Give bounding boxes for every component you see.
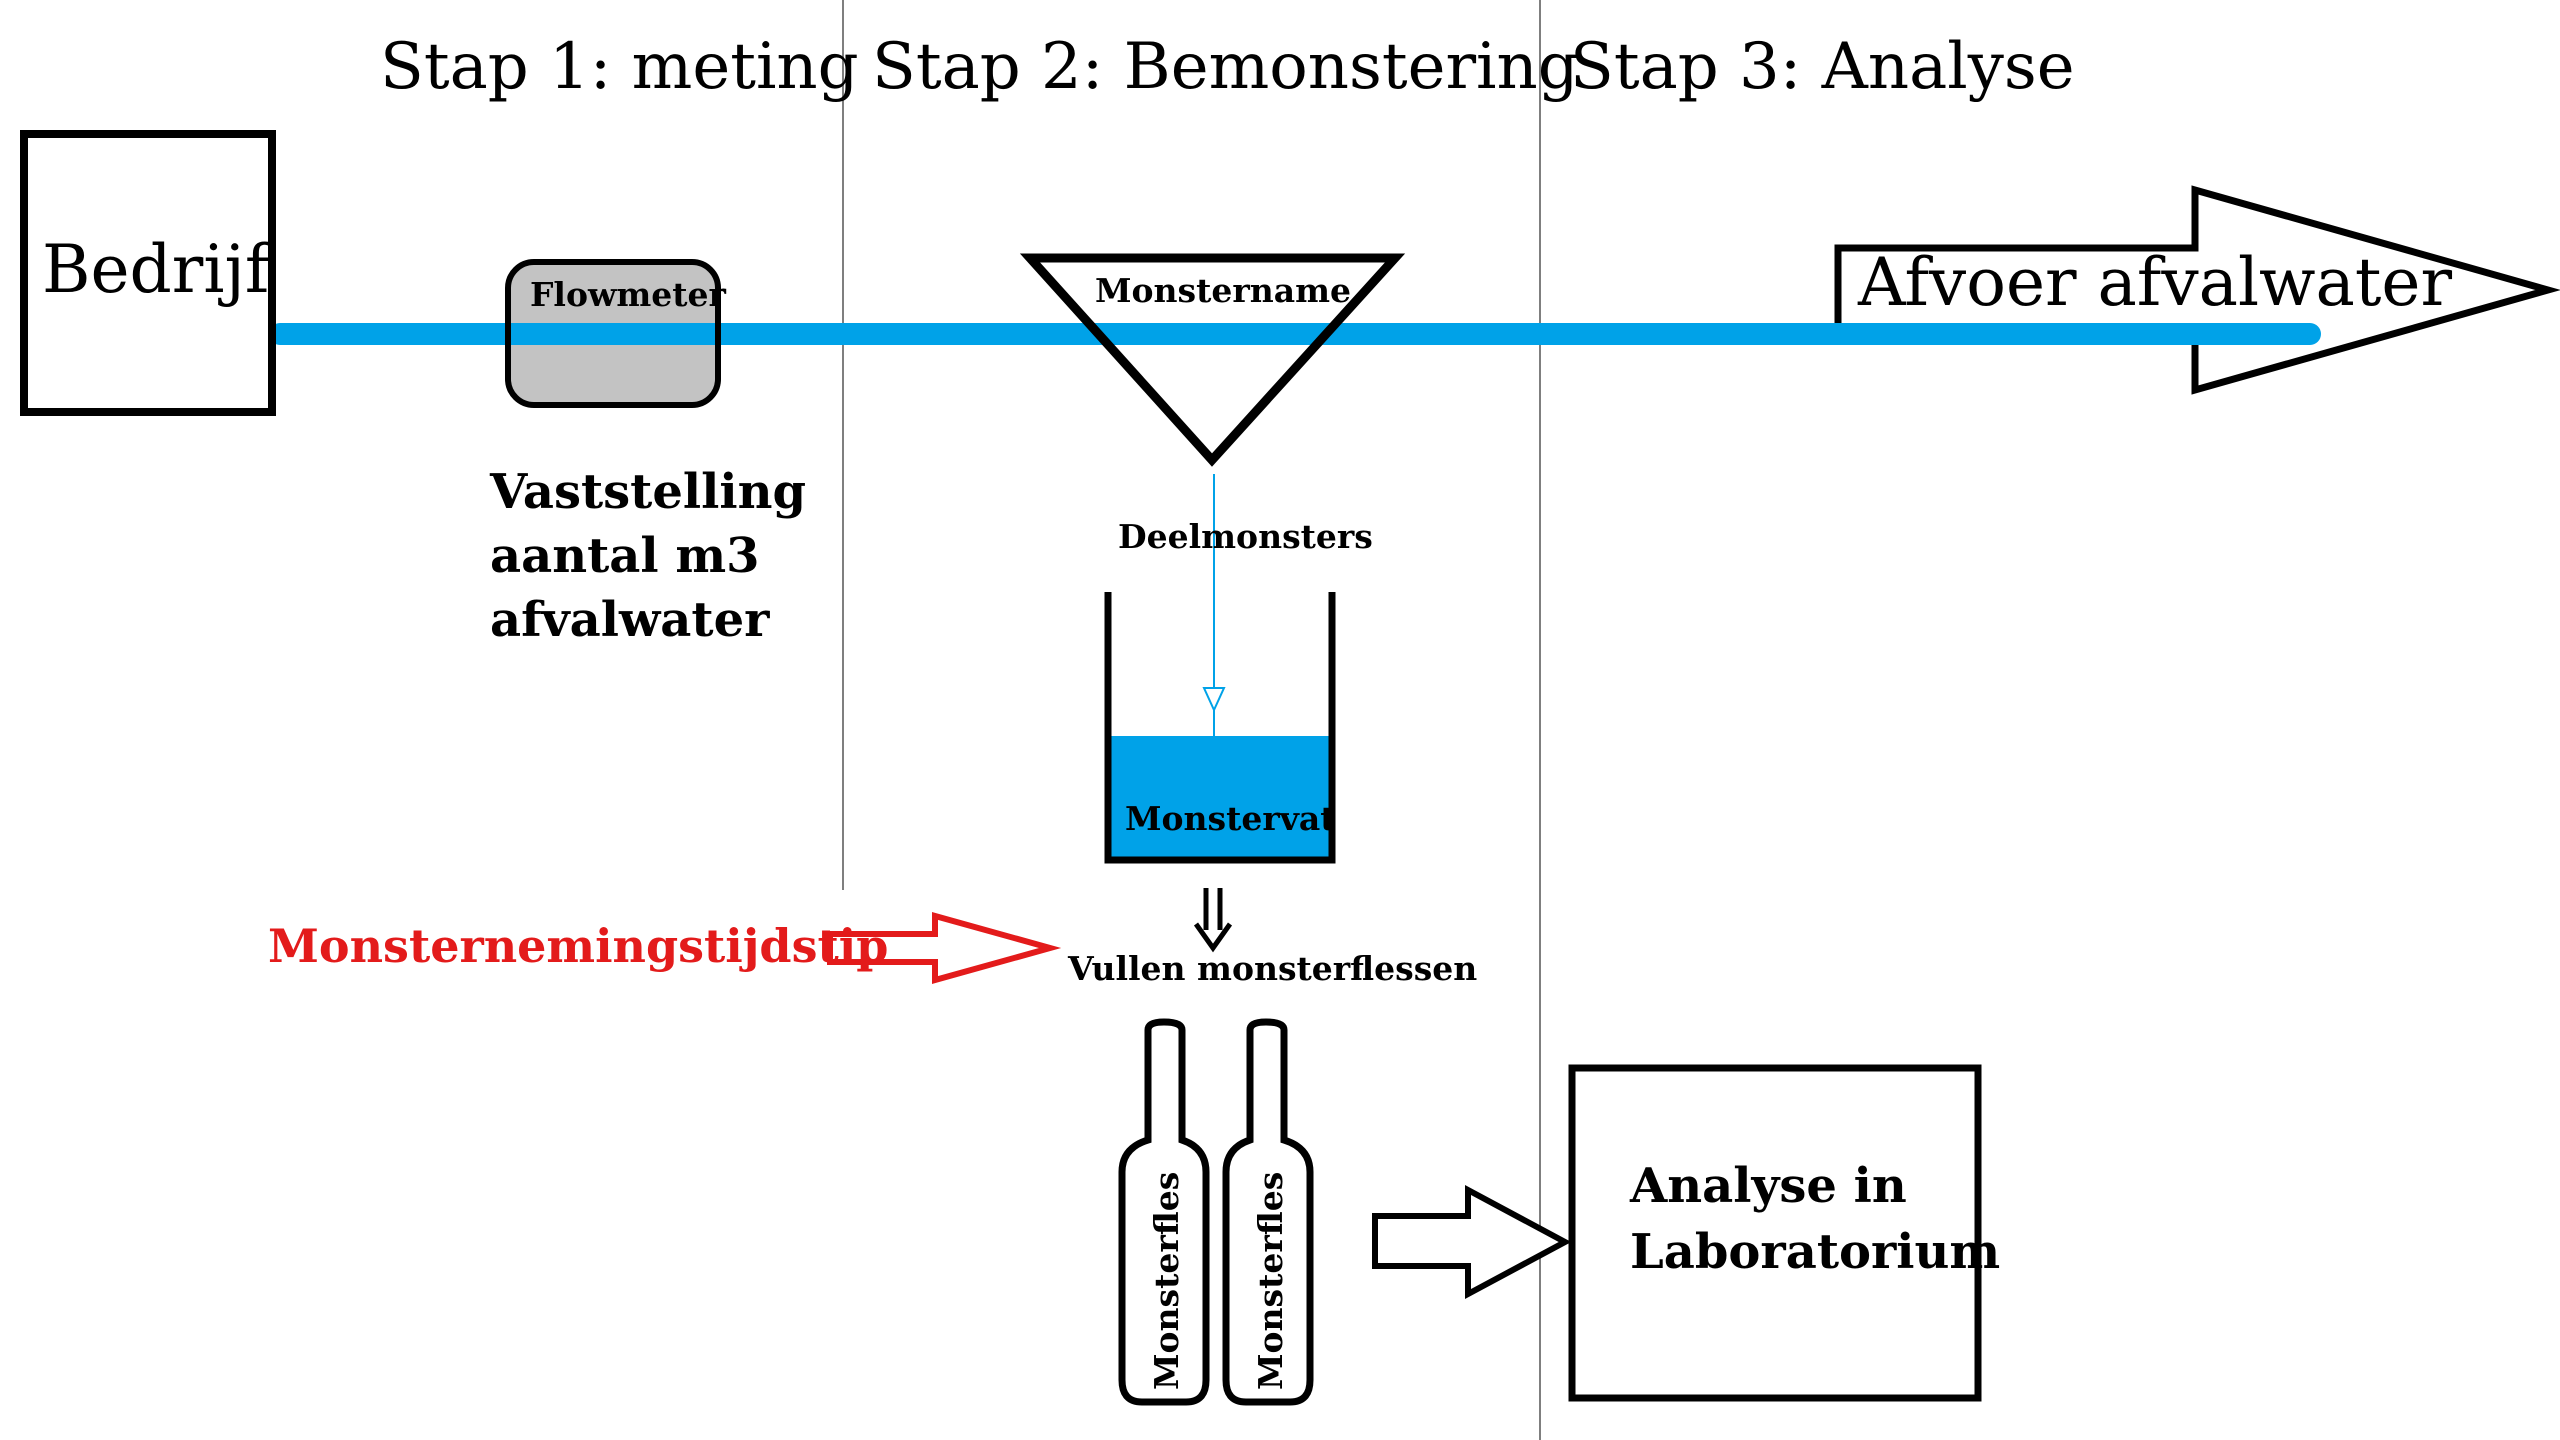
- sampling-label: Monstername: [1095, 271, 1351, 310]
- sample-bottle-1-label: Monsterfles: [1147, 1172, 1186, 1390]
- sample-bottle-1: [1118, 1018, 1210, 1406]
- sample-vessel-label: Monstervat: [1125, 799, 1336, 838]
- step-2-title: Stap 2: Bemonstering: [872, 30, 1579, 104]
- fill-down-arrow: [1193, 888, 1233, 953]
- flowmeter-label: Flowmeter: [530, 275, 727, 314]
- company-label: Bedrijf: [42, 231, 274, 308]
- timestamp-arrow: [827, 912, 1062, 984]
- company-box: [20, 130, 276, 416]
- step-1-title: Stap 1: meting: [380, 30, 859, 104]
- subsample-flow-arrowhead: [1202, 687, 1226, 713]
- sample-bottle-2: [1222, 1018, 1314, 1406]
- sampling-funnel: [1019, 253, 1406, 467]
- step-3-title: Stap 3: Analyse: [1570, 30, 2075, 104]
- sample-vessel: [1104, 592, 1336, 864]
- laboratory-label-line-1: Analyse in: [1629, 1158, 1907, 1214]
- subsamples-label: Deelmonsters: [1118, 517, 1373, 556]
- measurement-note-line-1: Vaststelling: [489, 464, 806, 520]
- to-lab-arrow: [1372, 1184, 1572, 1300]
- timestamp-label: Monsternemingstijdstip: [268, 919, 888, 973]
- measurement-note-line-2: aantal m3: [490, 528, 760, 584]
- laboratory-label-line-2: Laboratorium: [1630, 1224, 2000, 1280]
- fill-bottles-label: Vullen monsterflessen: [1067, 949, 1477, 988]
- laboratory-box: [1568, 1064, 1982, 1402]
- measurement-note-line-3: afvalwater: [490, 592, 770, 648]
- discharge-label: Afvoer afvalwater: [1857, 244, 2452, 321]
- sample-bottle-2-label: Monsterfles: [1251, 1172, 1290, 1390]
